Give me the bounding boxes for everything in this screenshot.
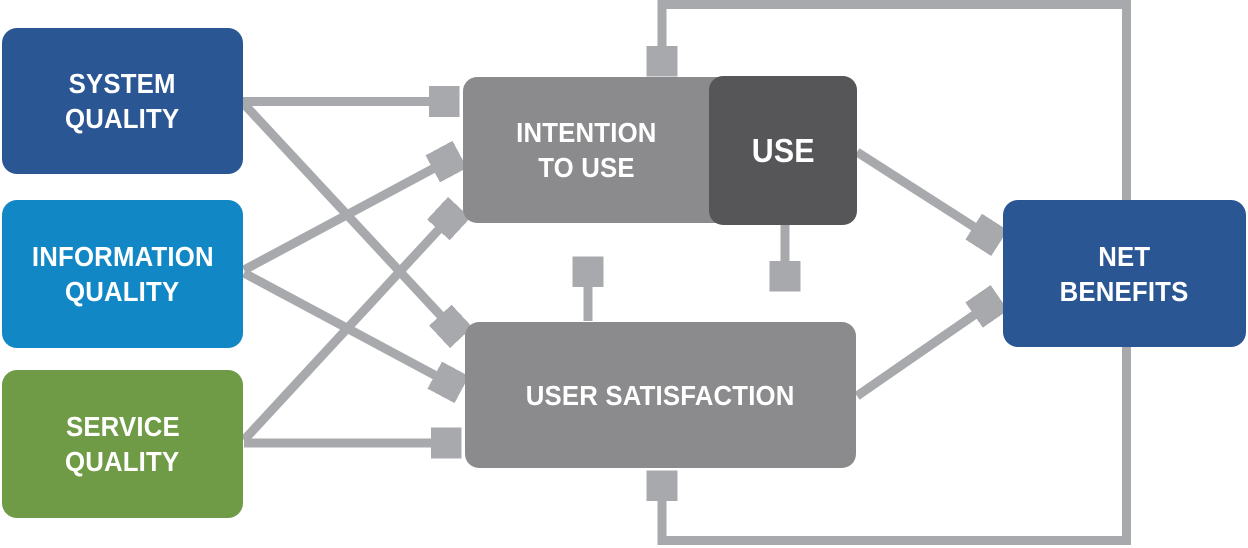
node-information-quality: INFORMATION QUALITY	[2, 200, 243, 348]
node-label: USER SATISFACTION	[526, 379, 795, 411]
node-label: TO USE	[538, 152, 635, 183]
feedback-loop-top-net-benefits-to-intention-to-use	[662, 0, 1131, 200]
node-label: SYSTEM	[68, 68, 177, 99]
node-service-quality: SERVICE QUALITY	[2, 370, 243, 518]
node-label: INTENTION	[516, 117, 657, 148]
node-label: NET	[1098, 240, 1151, 272]
arrow-service-quality-to-intention-to-use	[240, 213, 454, 444]
arrow-user-satisfaction-to-net-benefits	[854, 302, 993, 400]
node-use: USE	[709, 76, 857, 225]
node-net-benefits: NET BENEFITS	[1003, 200, 1246, 347]
feedback-loop-bottom-net-benefits-to-user-satisfaction	[662, 347, 1131, 545]
node-label: USE	[751, 131, 815, 169]
node-label: QUALITY	[65, 446, 180, 477]
node-label: QUALITY	[65, 103, 180, 134]
node-system-quality: SYSTEM QUALITY	[2, 28, 243, 174]
node-label: SERVICE	[65, 411, 180, 442]
node-label: BENEFITS	[1060, 275, 1189, 307]
node-label: INFORMATION	[31, 241, 214, 272]
arrow-use-to-net-benefits	[854, 148, 993, 239]
node-label: QUALITY	[65, 276, 180, 307]
node-user-satisfaction: USER SATISFACTION	[465, 322, 856, 468]
arrow-information-quality-to-intention-to-use	[241, 158, 453, 274]
